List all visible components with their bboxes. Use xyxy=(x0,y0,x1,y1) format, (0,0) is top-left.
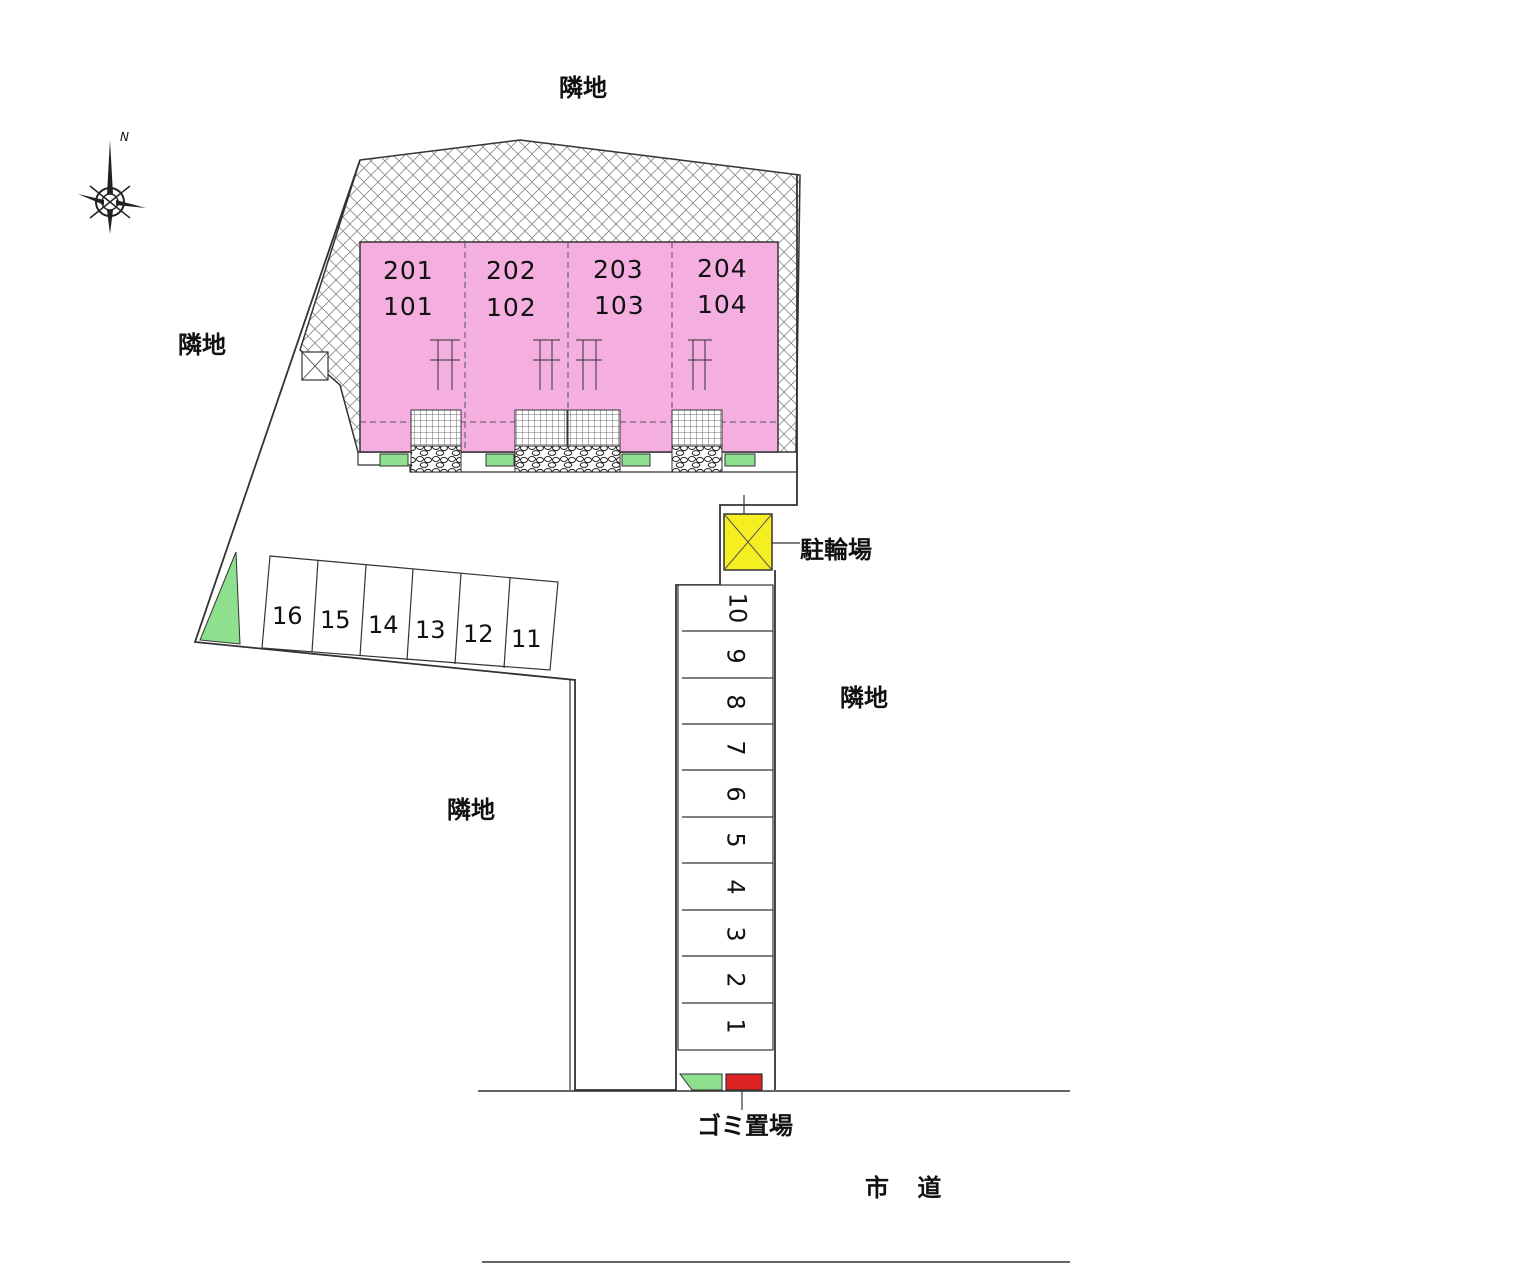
unit-lower: 104 xyxy=(697,290,748,319)
stone-paving xyxy=(410,445,723,473)
unit-upper: 201 xyxy=(383,256,434,285)
unit-lower: 102 xyxy=(486,293,537,322)
planting-strips xyxy=(199,453,756,645)
parking-slot-label: 4 xyxy=(721,879,750,895)
garbage-area xyxy=(725,1073,763,1091)
unit-upper: 204 xyxy=(697,254,748,283)
parking-slot-label: 6 xyxy=(721,786,750,802)
neighbor-label-top: 隣地 xyxy=(559,74,607,102)
left-parking-area xyxy=(261,555,559,671)
neighbor-label-right: 隣地 xyxy=(840,684,888,712)
neighbor-label-bottom: 隣地 xyxy=(447,796,495,824)
north-label: N xyxy=(120,130,129,144)
parking-slot-label: 11 xyxy=(511,625,542,653)
right-parking-area xyxy=(677,584,774,1051)
parking-slot-label: 7 xyxy=(721,740,750,756)
unit-lower: 103 xyxy=(594,291,645,320)
compass-icon xyxy=(78,140,146,234)
parking-slot-label: 9 xyxy=(721,648,750,664)
parking-slot-label: 2 xyxy=(721,972,750,988)
entry-tiles xyxy=(410,409,723,447)
bicycle-parking-label: 駐輪場 xyxy=(800,536,872,564)
small-planter xyxy=(679,1073,723,1091)
parking-slot-label: 8 xyxy=(721,694,750,710)
site-boundary xyxy=(193,159,798,1091)
garbage-label: ゴミ置場 xyxy=(697,1112,793,1140)
parking-slot-label: 15 xyxy=(320,606,351,634)
road-label: 市 道 xyxy=(865,1174,952,1202)
parking-slot-label: 1 xyxy=(721,1018,750,1034)
parking-slot-label: 12 xyxy=(463,620,494,648)
parking-slot-label: 14 xyxy=(368,611,399,639)
parking-slot-label: 16 xyxy=(272,602,303,630)
unit-lower: 101 xyxy=(383,292,434,321)
parking-slot-label: 5 xyxy=(721,832,750,848)
unit-upper: 203 xyxy=(593,255,644,284)
parking-slot-label: 10 xyxy=(723,592,752,624)
neighbor-label-left: 隣地 xyxy=(178,331,226,359)
unit-upper: 202 xyxy=(486,256,537,285)
parking-slot-label: 13 xyxy=(415,616,446,644)
parking-slot-label: 3 xyxy=(721,926,750,942)
